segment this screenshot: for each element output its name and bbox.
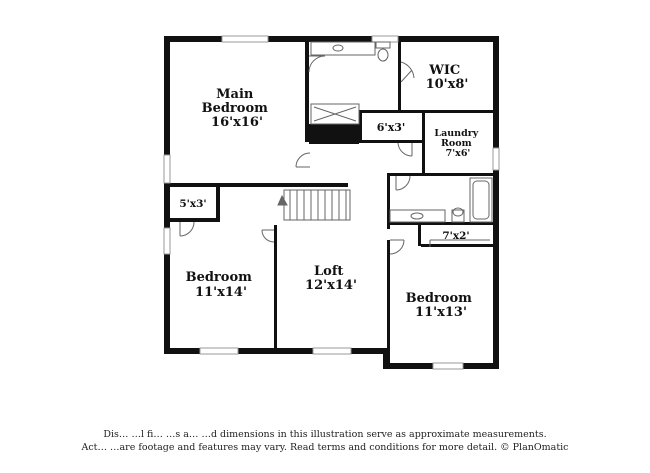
label-closet-5x3: 5'x3' [179, 198, 206, 210]
bathroom-fixtures [310, 41, 493, 223]
label-laundry-room: Laundry Room 7'x6' [434, 128, 481, 159]
label-main-bedroom: Main Bedroom 16'x16' [202, 87, 273, 130]
disclaimer-line-2: Act… …are footage and features may vary.… [81, 442, 569, 453]
stairs [277, 189, 351, 221]
windows [163, 35, 500, 370]
label-loft: Loft 12'x14' [305, 264, 357, 293]
label-bedroom-right: Bedroom 11'x13' [406, 291, 477, 320]
disclaimer: Dis… …l fi… …s a… …d dimensions in this … [0, 428, 650, 454]
room-labels: Main Bedroom 16'x16' WIC 10'x8' 6'x3' La… [179, 63, 481, 320]
label-closet-7x2: 7'x2' [442, 230, 469, 242]
disclaimer-line-1: Dis… …l fi… …s a… …d dimensions in this … [103, 429, 547, 440]
door-swings [179, 55, 490, 255]
label-closet-6x3: 6'x3' [377, 121, 406, 134]
interior-walls [170, 42, 496, 365]
label-wic: WIC 10'x8' [426, 63, 469, 92]
label-bedroom-left: Bedroom 11'x14' [186, 270, 257, 300]
